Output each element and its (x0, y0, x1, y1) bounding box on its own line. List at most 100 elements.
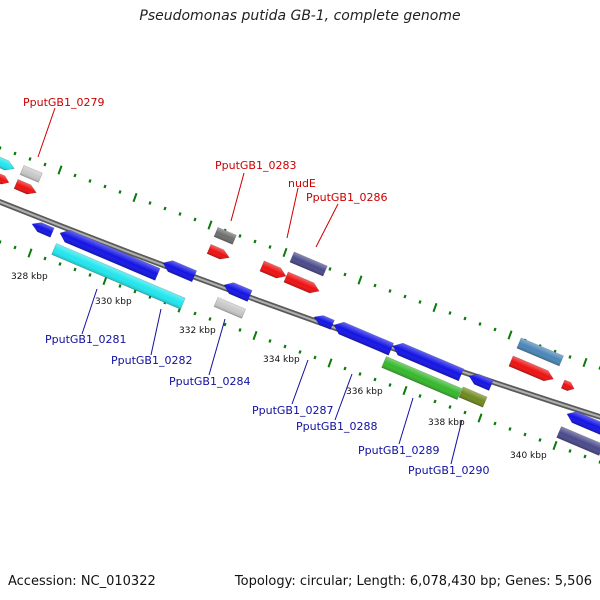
scale-tick (282, 247, 288, 258)
scale-tick (208, 317, 212, 321)
cds-gloss (469, 374, 494, 391)
gene-label-pputgb1-0281: PputGB1_0281 (45, 333, 126, 346)
scale-label: 334 kbp (263, 355, 300, 365)
scale-tick (0, 146, 2, 150)
scale-tick (28, 157, 32, 161)
cds-red-forward[interactable] (508, 355, 556, 384)
reverse-gene-labels: PputGB1_0281 PputGB1_0282 PputGB1_0284 P… (45, 333, 489, 477)
cds-gloss (214, 227, 237, 245)
cds-gloss (334, 322, 394, 356)
cds-pputgb1-0289[interactable] (381, 356, 463, 400)
cds-blue-reverse[interactable] (467, 371, 494, 391)
gene-label-pputgb1-0279: PputGB1_0279 (23, 96, 104, 109)
scale-tick (207, 220, 213, 230)
scale-tick (538, 438, 542, 442)
leader-line (81, 288, 98, 335)
gene-label-pputgb1-0283: PputGB1_0283 (215, 159, 296, 172)
cds-gloss (393, 343, 464, 381)
cds-steelblue-forward[interactable] (516, 337, 564, 367)
cds-gloss (207, 244, 230, 260)
cds-blue-reverse[interactable] (565, 408, 600, 436)
cds-blue-reverse[interactable] (30, 219, 55, 238)
scale-tick (163, 206, 167, 211)
genome-summary-text: Topology: circular; Length: 6,078,430 bp… (234, 574, 592, 589)
cds-gloss (289, 251, 328, 277)
scale-tick (102, 275, 108, 286)
cds-red-forward[interactable] (560, 379, 576, 393)
scale-tick (508, 427, 512, 431)
cds-cyan-forward[interactable] (0, 155, 16, 173)
scale-tick (433, 399, 437, 404)
scale-labels: 328 kbp 330 kbp 332 kbp 334 kbp 336 kbp … (11, 272, 547, 461)
cds-pputgb1-0286[interactable] (289, 251, 328, 277)
scale-tick (238, 234, 242, 238)
scale-tick (223, 322, 227, 327)
scale-tick (477, 413, 483, 423)
cds-gloss (561, 379, 575, 391)
scale-tick (43, 256, 47, 261)
cds-red-forward[interactable] (283, 271, 321, 296)
gene-label-pputgb1-0286: PputGB1_0286 (306, 191, 387, 204)
scale-tick (582, 357, 588, 368)
cds-gloss (516, 337, 564, 367)
scale-tick (448, 405, 452, 409)
scale-tick (373, 283, 377, 288)
cds-pputgb1-0290[interactable] (458, 386, 488, 408)
scale-tick (583, 454, 587, 459)
cds-grey-reverse[interactable] (213, 297, 246, 319)
cds-pputgb1-0284[interactable] (222, 279, 253, 302)
leader-line (286, 187, 299, 239)
cds-pputgb1-0281[interactable] (57, 227, 161, 281)
scale-tick (27, 248, 33, 258)
cds-gloss (163, 260, 197, 282)
scale-tick (193, 311, 197, 316)
scale-tick (283, 344, 287, 349)
cds-gloss (567, 411, 600, 436)
cds-gloss (283, 271, 320, 294)
gene-label-pputgb1-0284: PputGB1_0284 (169, 375, 250, 388)
scale-label: 338 kbp (428, 418, 465, 428)
scale-tick (148, 201, 152, 205)
scale-tick (43, 162, 47, 167)
cds-gloss (259, 260, 286, 279)
scale-tick (298, 350, 302, 354)
scale-tick (118, 284, 122, 288)
cds-red-forward[interactable] (13, 179, 38, 197)
scale-tick (432, 302, 438, 313)
cds-red-forward[interactable] (206, 244, 231, 262)
scale-tick (193, 217, 197, 222)
leader-line (230, 172, 245, 222)
scale-tick (252, 330, 258, 341)
leader-line (450, 419, 463, 465)
cds-blue-reverse[interactable] (312, 312, 335, 330)
cds-gloss (381, 356, 462, 400)
gene-label-pputgb1-0287: PputGB1_0287 (252, 404, 333, 417)
genome-backbone-highlight (0, 200, 600, 418)
cds-red-forward[interactable] (0, 172, 11, 187)
scale-tick (57, 165, 63, 175)
scale-tick (493, 327, 497, 332)
cds-pputgb1-0279[interactable] (19, 165, 43, 183)
cds-gloss (51, 243, 186, 310)
cds-gloss (508, 355, 554, 381)
scale-tick (418, 394, 422, 398)
scale-tick (507, 330, 513, 340)
cds-pputgb1-0287[interactable] (331, 319, 395, 356)
cds-nude[interactable] (259, 260, 288, 281)
scale-tick (388, 289, 392, 293)
leader-line (398, 397, 414, 445)
cds-pputgb1-0282[interactable] (51, 243, 186, 310)
gene-label-pputgb1-0290: PputGB1_0290 (408, 464, 489, 477)
gene-label-pputgb1-0282: PputGB1_0282 (111, 354, 192, 367)
cds-slate-reverse[interactable] (556, 426, 600, 456)
scale-tick (552, 440, 558, 451)
cds-pputgb1-0283[interactable] (213, 227, 237, 245)
scale-tick (373, 377, 377, 382)
scale-tick (13, 245, 17, 250)
scale-tick (88, 273, 92, 277)
cds-pputgb1-0288[interactable] (390, 340, 465, 382)
cds-blue-reverse[interactable] (161, 257, 198, 283)
accession-text: Accession: NC_010322 (8, 574, 156, 589)
scale-tick (268, 339, 272, 343)
